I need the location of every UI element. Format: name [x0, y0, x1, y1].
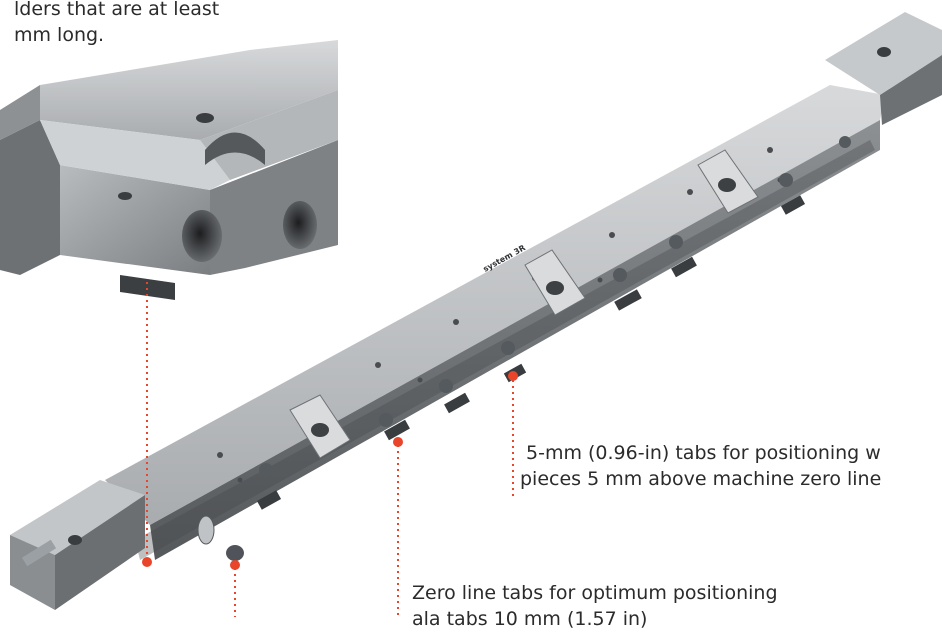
clamp-tab-icon: [379, 413, 410, 441]
bore-hole-icon: [283, 201, 317, 249]
caption-right-line-1: 5-mm (0.96-in) tabs for positioning w: [526, 442, 881, 464]
front-pins: [197, 515, 244, 561]
clamp-plate: [697, 149, 759, 214]
screw-icon: [877, 47, 891, 57]
clamp-tab-icon: [439, 379, 470, 414]
caption-top-line-2: mm long.: [14, 24, 105, 46]
screw-icon: [196, 113, 214, 123]
callout-dot-icon: [142, 557, 152, 567]
left-end-cap: [10, 480, 145, 610]
caption-right-line-2: pieces 5 mm above machine zero line: [520, 468, 882, 490]
clamp-plate: [524, 249, 586, 316]
caption-bottom-line-2: ala tabs 10 mm (1.57 in): [412, 608, 648, 630]
clamp-tab-icon: [256, 463, 282, 510]
callout-dots: [142, 371, 518, 570]
reference-rail: system 3R: [10, 12, 942, 610]
product-photo: system 3R: [0, 12, 942, 617]
clamp-tab-icon: [779, 173, 806, 215]
clamp-plate: [289, 394, 351, 459]
bore-hole-icon: [182, 210, 222, 262]
callout-dot-icon: [508, 371, 518, 381]
callout-dot-icon: [393, 437, 403, 447]
callout-lines: [146, 282, 514, 617]
inset-closeup: [0, 40, 338, 300]
clamp-tab-icon: [669, 235, 697, 278]
caption-top-line-1: lders that are at least: [14, 0, 220, 20]
screw-icon: [546, 281, 564, 295]
screw-icon: [118, 192, 132, 200]
callout-dot-icon: [230, 560, 240, 570]
right-end-cap: [825, 12, 942, 125]
screw-icon: [718, 178, 736, 192]
clamp-tab-icon: [839, 136, 851, 148]
caption-bottom-line-1: Zero line tabs for optimum positioning: [412, 582, 778, 604]
screw-icon: [68, 535, 82, 545]
clamp-tab-icon: [613, 268, 642, 311]
screw-icon: [311, 423, 329, 437]
